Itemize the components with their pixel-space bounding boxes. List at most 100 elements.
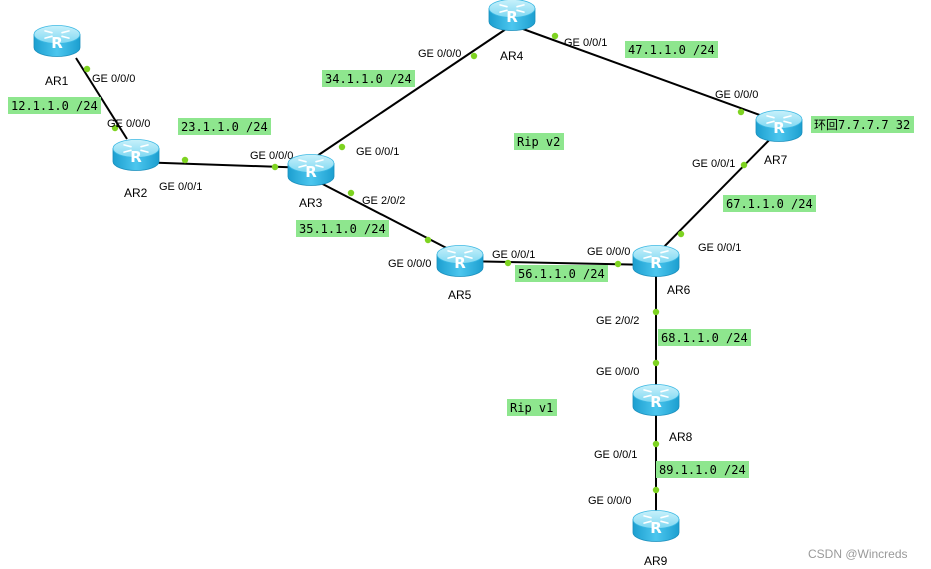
label-box-net-68 (658, 329, 751, 346)
label-text-net-23: 23.1.1.0 /24 (181, 120, 268, 134)
router-label-ar5: AR5 (448, 288, 472, 302)
label-net-35: 35.1.1.0 /24 (296, 220, 389, 237)
router-label-ar6: AR6 (667, 283, 691, 297)
label-box-net-35 (296, 220, 389, 237)
watermark: CSDN @Wincreds (808, 547, 908, 561)
port-label-ar8-ar6-ar8: GE 0/0/0 (596, 366, 639, 378)
router-ar6[interactable]: R AR6 (632, 245, 691, 298)
links-layer (75, 24, 780, 526)
link-ar4-ar7 (511, 24, 780, 123)
port-label-ar3-ar2-ar3: GE 0/0/0 (250, 150, 293, 162)
port-dot-ar8 (652, 440, 660, 448)
label-net-34: 34.1.1.0 /24 (322, 70, 415, 87)
port-label-ar3-ar3-ar5: GE 2/0/2 (362, 195, 405, 207)
router-icon: R (632, 384, 680, 416)
router-icon: R (488, 0, 536, 31)
port-dot-ar8 (652, 359, 660, 367)
label-box-net-56 (515, 265, 608, 282)
label-text-net-68: 68.1.1.0 /24 (661, 331, 748, 345)
label-box-area-rip-v2 (514, 133, 564, 150)
label-net-47: 47.1.1.0 /24 (625, 41, 718, 58)
router-letter: R (773, 119, 785, 137)
label-net-12: 12.1.1.0 /24 (8, 97, 101, 114)
port-label-ar4-ar3-ar4: GE 0/0/0 (418, 48, 461, 60)
label-text-net-35: 35.1.1.0 /24 (299, 222, 386, 236)
port-label-ar7-ar4-ar7: GE 0/0/0 (715, 89, 758, 101)
router-ar2[interactable]: R AR2 (112, 139, 160, 201)
port-dot-ar5 (504, 259, 512, 267)
router-ar9[interactable]: R AR9 (632, 510, 680, 569)
port-label-ar4-ar4-ar7: GE 0/0/1 (564, 37, 607, 49)
label-area-rip-v2: Rip v2 (514, 133, 564, 150)
router-icon: R (755, 110, 803, 142)
label-net-23: 23.1.1.0 /24 (178, 118, 271, 135)
link-ar2-ar3 (135, 161, 312, 169)
port-dot-ar5 (424, 236, 432, 244)
label-box-net-67 (723, 195, 816, 212)
label-text-area-rip-v1: Rip v1 (510, 401, 553, 415)
router-letter: R (51, 34, 63, 52)
port-dot-ar6 (614, 260, 622, 268)
port-dot-ar6 (652, 308, 660, 316)
router-label-ar9: AR9 (644, 554, 668, 568)
label-net-67: 67.1.1.0 /24 (723, 195, 816, 212)
router-label-ar1: AR1 (45, 74, 69, 88)
port-label-ar7-ar6-ar7: GE 0/0/1 (698, 242, 741, 254)
label-box-area-rip-v1 (507, 399, 557, 416)
port-dot-ar7 (677, 230, 685, 238)
router-letter: R (454, 254, 466, 272)
router-letter: R (650, 519, 662, 537)
port-dot-ar9 (652, 486, 660, 494)
label-box-net-12 (8, 97, 101, 114)
port-dot-ar2 (181, 156, 189, 164)
router-icon: R (33, 25, 81, 57)
port-label-ar5-ar3-ar5: GE 0/0/0 (388, 258, 431, 270)
router-ar5[interactable]: R AR5 (436, 245, 484, 303)
router-label-ar2: AR2 (124, 186, 148, 200)
label-text-net-12: 12.1.1.0 /24 (11, 99, 98, 113)
link-ar6-ar7 (655, 129, 780, 256)
port-label-ar3-ar3-ar4: GE 0/0/1 (356, 146, 399, 158)
router-ar1[interactable]: R AR1 (33, 25, 81, 89)
router-ar7[interactable]: R AR7 (755, 110, 803, 168)
link-ar3-ar5 (310, 177, 461, 256)
port-dot-ar3 (347, 189, 355, 197)
router-letter: R (650, 254, 662, 272)
label-box-loopback-ar7 (811, 116, 914, 133)
label-net-68: 68.1.1.0 /24 (658, 329, 751, 346)
port-dot-ar3 (271, 163, 279, 171)
port-label-ar6-ar6-ar8: GE 2/0/2 (596, 315, 639, 327)
router-icon: R (632, 510, 680, 542)
port-label-ar2-ar1-ar2: GE 0/0/0 (107, 118, 150, 130)
router-label-ar7: AR7 (764, 153, 788, 167)
link-ar5-ar6 (459, 260, 657, 266)
label-net-56: 56.1.1.0 /24 (515, 265, 608, 282)
label-net-89: 89.1.1.0 /24 (656, 461, 749, 478)
label-box-net-23 (178, 118, 271, 135)
label-text-loopback-ar7: 环回7.7.7.7 32 (814, 118, 910, 132)
label-text-net-34: 34.1.1.0 /24 (325, 72, 412, 86)
port-dot-ar6 (740, 161, 748, 169)
port-label-ar6-ar6-ar7: GE 0/0/1 (692, 158, 735, 170)
label-text-area-rip-v2: Rip v2 (517, 135, 560, 149)
label-box-net-47 (625, 41, 718, 58)
port-label-ar2-ar2-ar3: GE 0/0/1 (159, 181, 202, 193)
port-label-ar9-ar8-ar9: GE 0/0/0 (588, 495, 631, 507)
router-letter: R (130, 148, 142, 166)
router-icon: R (287, 154, 335, 186)
port-dot-ar4 (551, 32, 559, 40)
labels-layer: GE 0/0/0 GE 0/0/0 GE 0/0/1 GE 0/0/0 GE 0/0/1… (8, 37, 914, 507)
port-label-ar8-ar8-ar9: GE 0/0/1 (594, 449, 637, 461)
router-icon: R (632, 245, 680, 277)
port-dot-ar7 (737, 108, 745, 116)
router-icon: R (112, 139, 160, 171)
router-letter: R (650, 393, 662, 411)
port-label-ar5-ar5-ar6: GE 0/0/1 (492, 249, 535, 261)
link-ar3-ar4 (310, 24, 513, 161)
label-text-net-89: 89.1.1.0 /24 (659, 463, 746, 477)
